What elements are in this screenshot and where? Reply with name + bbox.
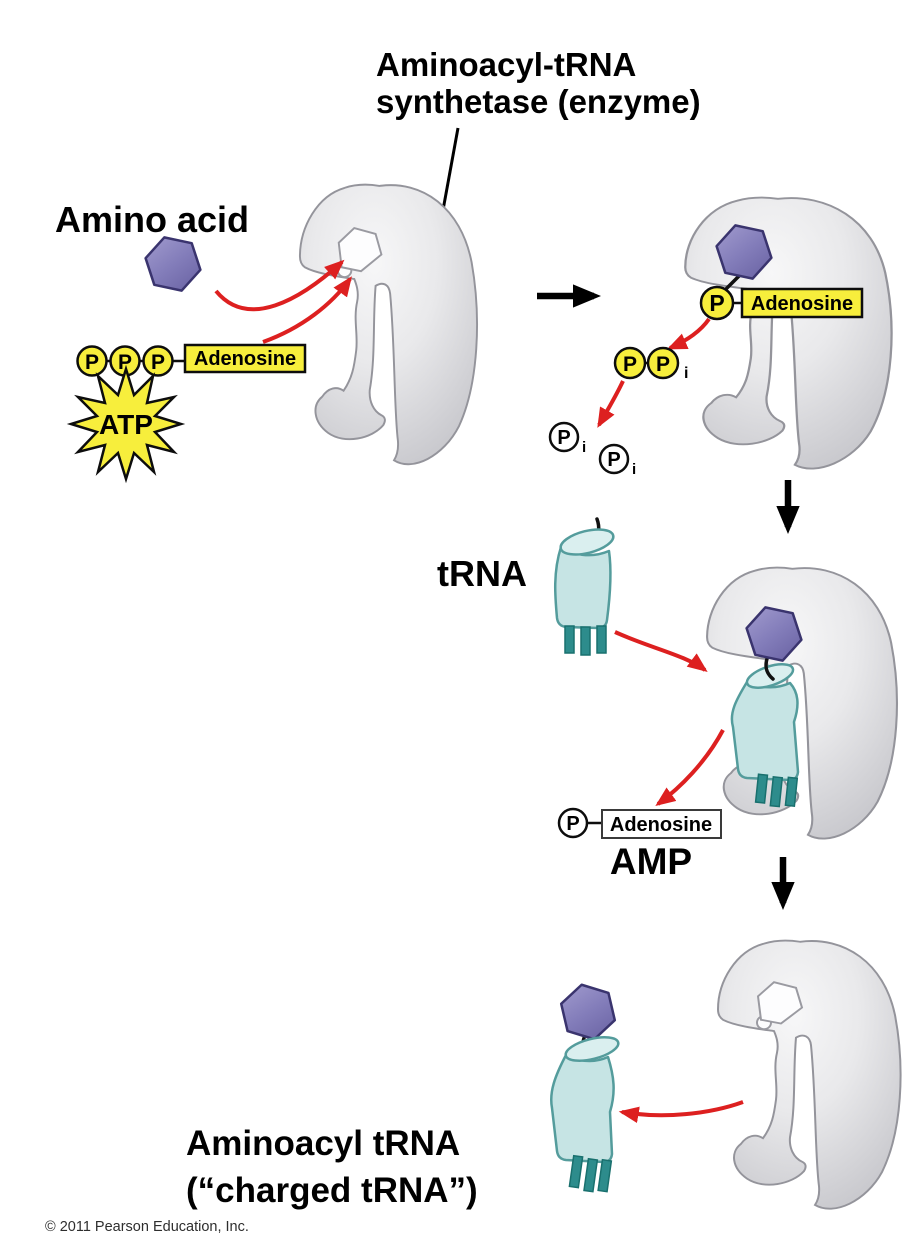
- phosphate-p-label-2: P: [118, 351, 132, 374]
- phosphate-p-label-3: P: [151, 351, 165, 374]
- amp-label: AMP: [610, 841, 692, 882]
- trna-anticodon-prong: [568, 1154, 584, 1189]
- inorganic-phosphate-1: P i: [548, 421, 586, 456]
- arrow-trna-to-enzyme: [614, 630, 708, 672]
- inorganic-phosphate-2: P i: [598, 443, 636, 478]
- title-line2: synthetase (enzyme): [376, 83, 701, 120]
- amp-phosphate-circle: [557, 807, 589, 839]
- arrow-pi-release: [597, 380, 625, 428]
- trna-body: [550, 1053, 615, 1164]
- arrow-charged-trna-release: [618, 1100, 744, 1124]
- arrow-amp-release: [655, 729, 725, 806]
- amino-acid-hexagon: [144, 236, 202, 292]
- enzyme-stage4: [717, 939, 902, 1210]
- trna-anticodon-prong: [596, 625, 607, 654]
- trna-anticodon-prong: [769, 775, 784, 808]
- trna-body: [553, 545, 612, 630]
- arrow-ppi-release: [666, 317, 711, 350]
- pi-p-label-1: P: [557, 427, 570, 449]
- adenosine-label-atp: Adenosine: [194, 348, 296, 370]
- arrow-atp-to-enzyme: [262, 276, 352, 344]
- product-label-line1: Aminoacyl tRNA: [186, 1124, 460, 1163]
- trna-anticodon-prong: [784, 776, 799, 807]
- adenosine-box-amp: [601, 809, 722, 839]
- ppi-p-label-1: P: [623, 353, 637, 376]
- pi-subscript-1: i: [582, 439, 586, 456]
- pi-subscript-2: i: [632, 461, 636, 478]
- atp-starburst: [66, 364, 186, 484]
- amp-group: P Adenosine AMP: [557, 807, 722, 882]
- pi-circle-1: [548, 421, 580, 453]
- pi-circle-2: [598, 443, 630, 475]
- trna-anticodon-prongs: [754, 773, 799, 808]
- trna-anticodon-prong: [564, 625, 575, 654]
- trna-anticodon-prong: [580, 626, 591, 656]
- enzyme-blob: [684, 196, 893, 470]
- adenosine-box-bound: [740, 287, 864, 319]
- phosphate-circle-1: [76, 345, 108, 377]
- bound-trna: [730, 606, 803, 808]
- trna-anticodon-prong: [583, 1157, 599, 1193]
- enzyme-blob: [717, 939, 902, 1210]
- atp-group: P P P Adenosine ATP: [66, 343, 307, 484]
- trna-anticodon-prong: [597, 1158, 613, 1193]
- phosphate-circle-3: [142, 345, 174, 377]
- trna-label: tRNA: [437, 553, 527, 594]
- trna-anticodon-prongs: [568, 1154, 613, 1193]
- free-trna: [553, 517, 615, 656]
- pi-p-label-2: P: [607, 449, 620, 471]
- atp-label: ATP: [99, 409, 153, 440]
- adenosine-box-atp: [183, 343, 307, 374]
- trna-anticodon-prong: [754, 773, 769, 804]
- trna-body: [730, 680, 800, 782]
- phosphate-p-label-1: P: [85, 351, 99, 374]
- enzyme-stage1: [298, 183, 479, 466]
- copyright-notice: © 2011 Pearson Education, Inc.: [45, 1219, 249, 1235]
- ppi-circle-1: [613, 346, 647, 380]
- amp-p-label: P: [566, 813, 579, 835]
- amino-acid-hexagon-charged: [557, 981, 619, 1043]
- phosphate-circle-amp: [699, 285, 735, 321]
- adenosine-label-amp: Adenosine: [610, 814, 712, 836]
- product-label-line2: (“charged tRNA”): [186, 1171, 478, 1210]
- ppi-circle-2: [646, 346, 680, 380]
- ppi-subscript-i: i: [684, 365, 688, 382]
- trna-cap: [559, 528, 615, 556]
- enzyme-stage2: [684, 196, 893, 470]
- arrow-amino-acid-to-enzyme: [214, 259, 345, 312]
- title-line1: Aminoacyl-tRNA: [376, 46, 636, 83]
- trna-cap: [564, 1036, 620, 1062]
- amino-acid-label: Amino acid: [55, 199, 249, 240]
- enzyme-blob: [298, 183, 479, 466]
- adenosine-label-bound: Adenosine: [751, 293, 853, 315]
- charged-trna: [550, 981, 620, 1193]
- phosphate-p-label-amp: P: [709, 290, 724, 316]
- ppi-p-label-2: P: [656, 353, 670, 376]
- pyrophosphate-group: P P i: [613, 346, 688, 382]
